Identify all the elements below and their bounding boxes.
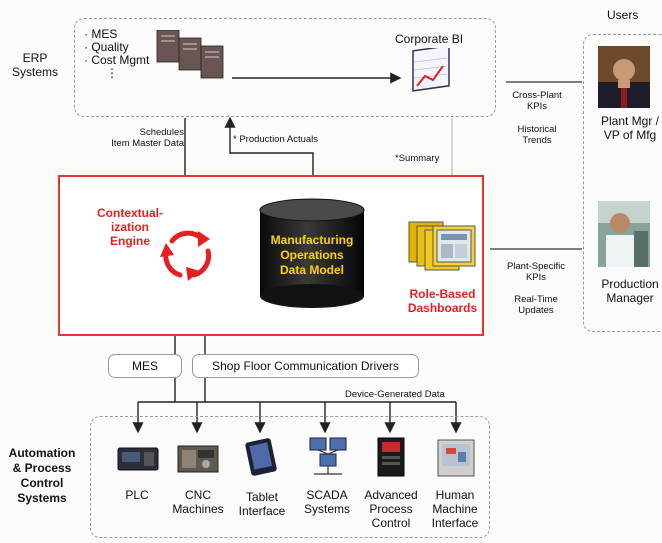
cnc-machine-icon bbox=[177, 445, 219, 473]
schedules-label: Schedules Item Master Data bbox=[100, 127, 184, 149]
device-plc-label: PLC bbox=[112, 488, 162, 502]
automation-line4: Systems bbox=[17, 491, 67, 505]
device-hmi-line1: Human bbox=[435, 488, 475, 502]
data-model-line3: Data Model bbox=[279, 263, 344, 277]
plc-icon bbox=[117, 447, 159, 471]
device-hmi-line3: Interface bbox=[431, 516, 479, 530]
automation-line2: & Process bbox=[12, 461, 72, 475]
dashboards-line2: Dashboards bbox=[407, 301, 478, 315]
tablet-icon bbox=[245, 438, 277, 476]
production-manager-line2: Manager bbox=[606, 291, 654, 305]
engine-line2: ization bbox=[111, 220, 149, 234]
production-manager-photo-icon bbox=[598, 201, 650, 267]
erp-label: ERP Systems bbox=[12, 51, 58, 79]
bi-report-icon bbox=[412, 48, 450, 92]
corporate-bi-label: Corporate BI bbox=[395, 32, 464, 46]
device-hmi-label: Human Machine Interface bbox=[424, 488, 486, 530]
device-cnc-label: CNC Machines bbox=[168, 488, 228, 516]
device-apc-line3: Control bbox=[371, 516, 411, 530]
process-control-icon bbox=[377, 437, 405, 477]
plant-manager-line2: VP of Mfg bbox=[603, 128, 657, 142]
automation-label: Automation & Process Control Systems bbox=[6, 446, 78, 506]
data-model-line2: Operations bbox=[280, 248, 344, 262]
cross-plant-line2: KPIs bbox=[526, 101, 548, 112]
plant-manager-photo-icon bbox=[598, 46, 650, 108]
dashboards-line1: Role-Based bbox=[409, 287, 476, 301]
users-region bbox=[583, 34, 662, 332]
erp-region bbox=[74, 18, 496, 117]
erp-item-mes: · MES bbox=[84, 27, 118, 41]
plant-manager-label: Plant Mgr / VP of Mfg bbox=[588, 114, 662, 142]
plant-specific-line1: Plant-Specific bbox=[506, 261, 566, 272]
dashboard-screens-icon bbox=[408, 221, 476, 271]
device-tablet-label: Tablet Interface bbox=[234, 490, 290, 518]
contextualization-engine-label: Contextual- ization Engine bbox=[95, 206, 165, 248]
real-time-line2: Updates bbox=[518, 305, 554, 316]
plant-manager-line1: Plant Mgr / bbox=[600, 114, 660, 128]
device-generated-data-label: Device-Generated Data bbox=[345, 389, 445, 400]
erp-item-more: ⋮ bbox=[106, 66, 118, 80]
device-cnc-line2: Machines bbox=[172, 502, 224, 516]
erp-items-list: · MES · Quality · Cost Mgmt ⋮ bbox=[84, 28, 149, 80]
production-manager-line1: Production bbox=[601, 277, 659, 291]
historical-line2: Trends bbox=[522, 135, 552, 146]
device-scada-label: SCADA Systems bbox=[298, 488, 356, 516]
schedules-text: Schedules bbox=[139, 127, 184, 138]
device-scada-line1: SCADA bbox=[306, 488, 348, 502]
data-model-line1: Manufacturing bbox=[270, 233, 354, 247]
role-based-dashboards-label: Role-Based Dashboards bbox=[400, 287, 485, 315]
users-title: Users bbox=[607, 8, 639, 22]
cross-plant-line1: Cross-Plant bbox=[512, 90, 562, 101]
production-manager-label: Production Manager bbox=[588, 277, 662, 305]
device-cnc-line1: CNC bbox=[185, 488, 211, 502]
automation-line1: Automation bbox=[8, 446, 76, 460]
automation-line3: Control bbox=[20, 476, 64, 490]
production-actuals-label: * Production Actuals bbox=[233, 134, 319, 145]
device-tablet-line1: Tablet bbox=[245, 490, 279, 504]
device-apc-line1: Advanced bbox=[364, 488, 418, 502]
cycle-arrows-icon bbox=[160, 230, 212, 281]
summary-label: *Summary bbox=[395, 153, 440, 164]
device-apc-label: Advanced Process Control bbox=[360, 488, 422, 530]
production-actuals-arrow bbox=[224, 116, 314, 195]
historical-trends-label: Historical Trends bbox=[504, 124, 570, 146]
engine-line1: Contextual- bbox=[97, 206, 163, 220]
real-time-updates-label: Real-Time Updates bbox=[500, 294, 572, 316]
automation-region bbox=[90, 416, 490, 538]
database-cylinder-icon bbox=[259, 198, 365, 308]
plant-specific-kpis-label: Plant-Specific KPIs bbox=[496, 261, 576, 283]
data-model-label: Manufacturing Operations Data Model bbox=[260, 233, 364, 278]
device-apc-line2: Process bbox=[369, 502, 413, 516]
device-tablet-line2: Interface bbox=[238, 504, 286, 518]
hmi-panel-icon bbox=[437, 439, 475, 477]
erp-label-line2: Systems bbox=[12, 65, 59, 79]
mes-driver-box: MES bbox=[108, 354, 182, 378]
device-hmi-line2: Machine bbox=[432, 502, 478, 516]
item-master-text: Item Master Data bbox=[111, 138, 184, 149]
cross-plant-kpis-label: Cross-Plant KPIs bbox=[504, 90, 570, 112]
erp-label-line1: ERP bbox=[22, 51, 48, 65]
shop-floor-drivers-box: Shop Floor Communication Drivers bbox=[192, 354, 419, 378]
device-plc-line1: PLC bbox=[125, 488, 149, 502]
device-scada-line2: Systems bbox=[303, 502, 350, 516]
engine-line3: Engine bbox=[109, 234, 150, 248]
server-stack-icon bbox=[156, 30, 224, 79]
historical-line1: Historical bbox=[517, 124, 557, 135]
plant-specific-line2: KPIs bbox=[525, 272, 547, 283]
scada-icon bbox=[309, 437, 347, 475]
erp-item-quality: · Quality bbox=[84, 40, 129, 54]
erp-item-cost-mgmt: · Cost Mgmt bbox=[84, 53, 150, 67]
real-time-line1: Real-Time bbox=[514, 294, 558, 305]
